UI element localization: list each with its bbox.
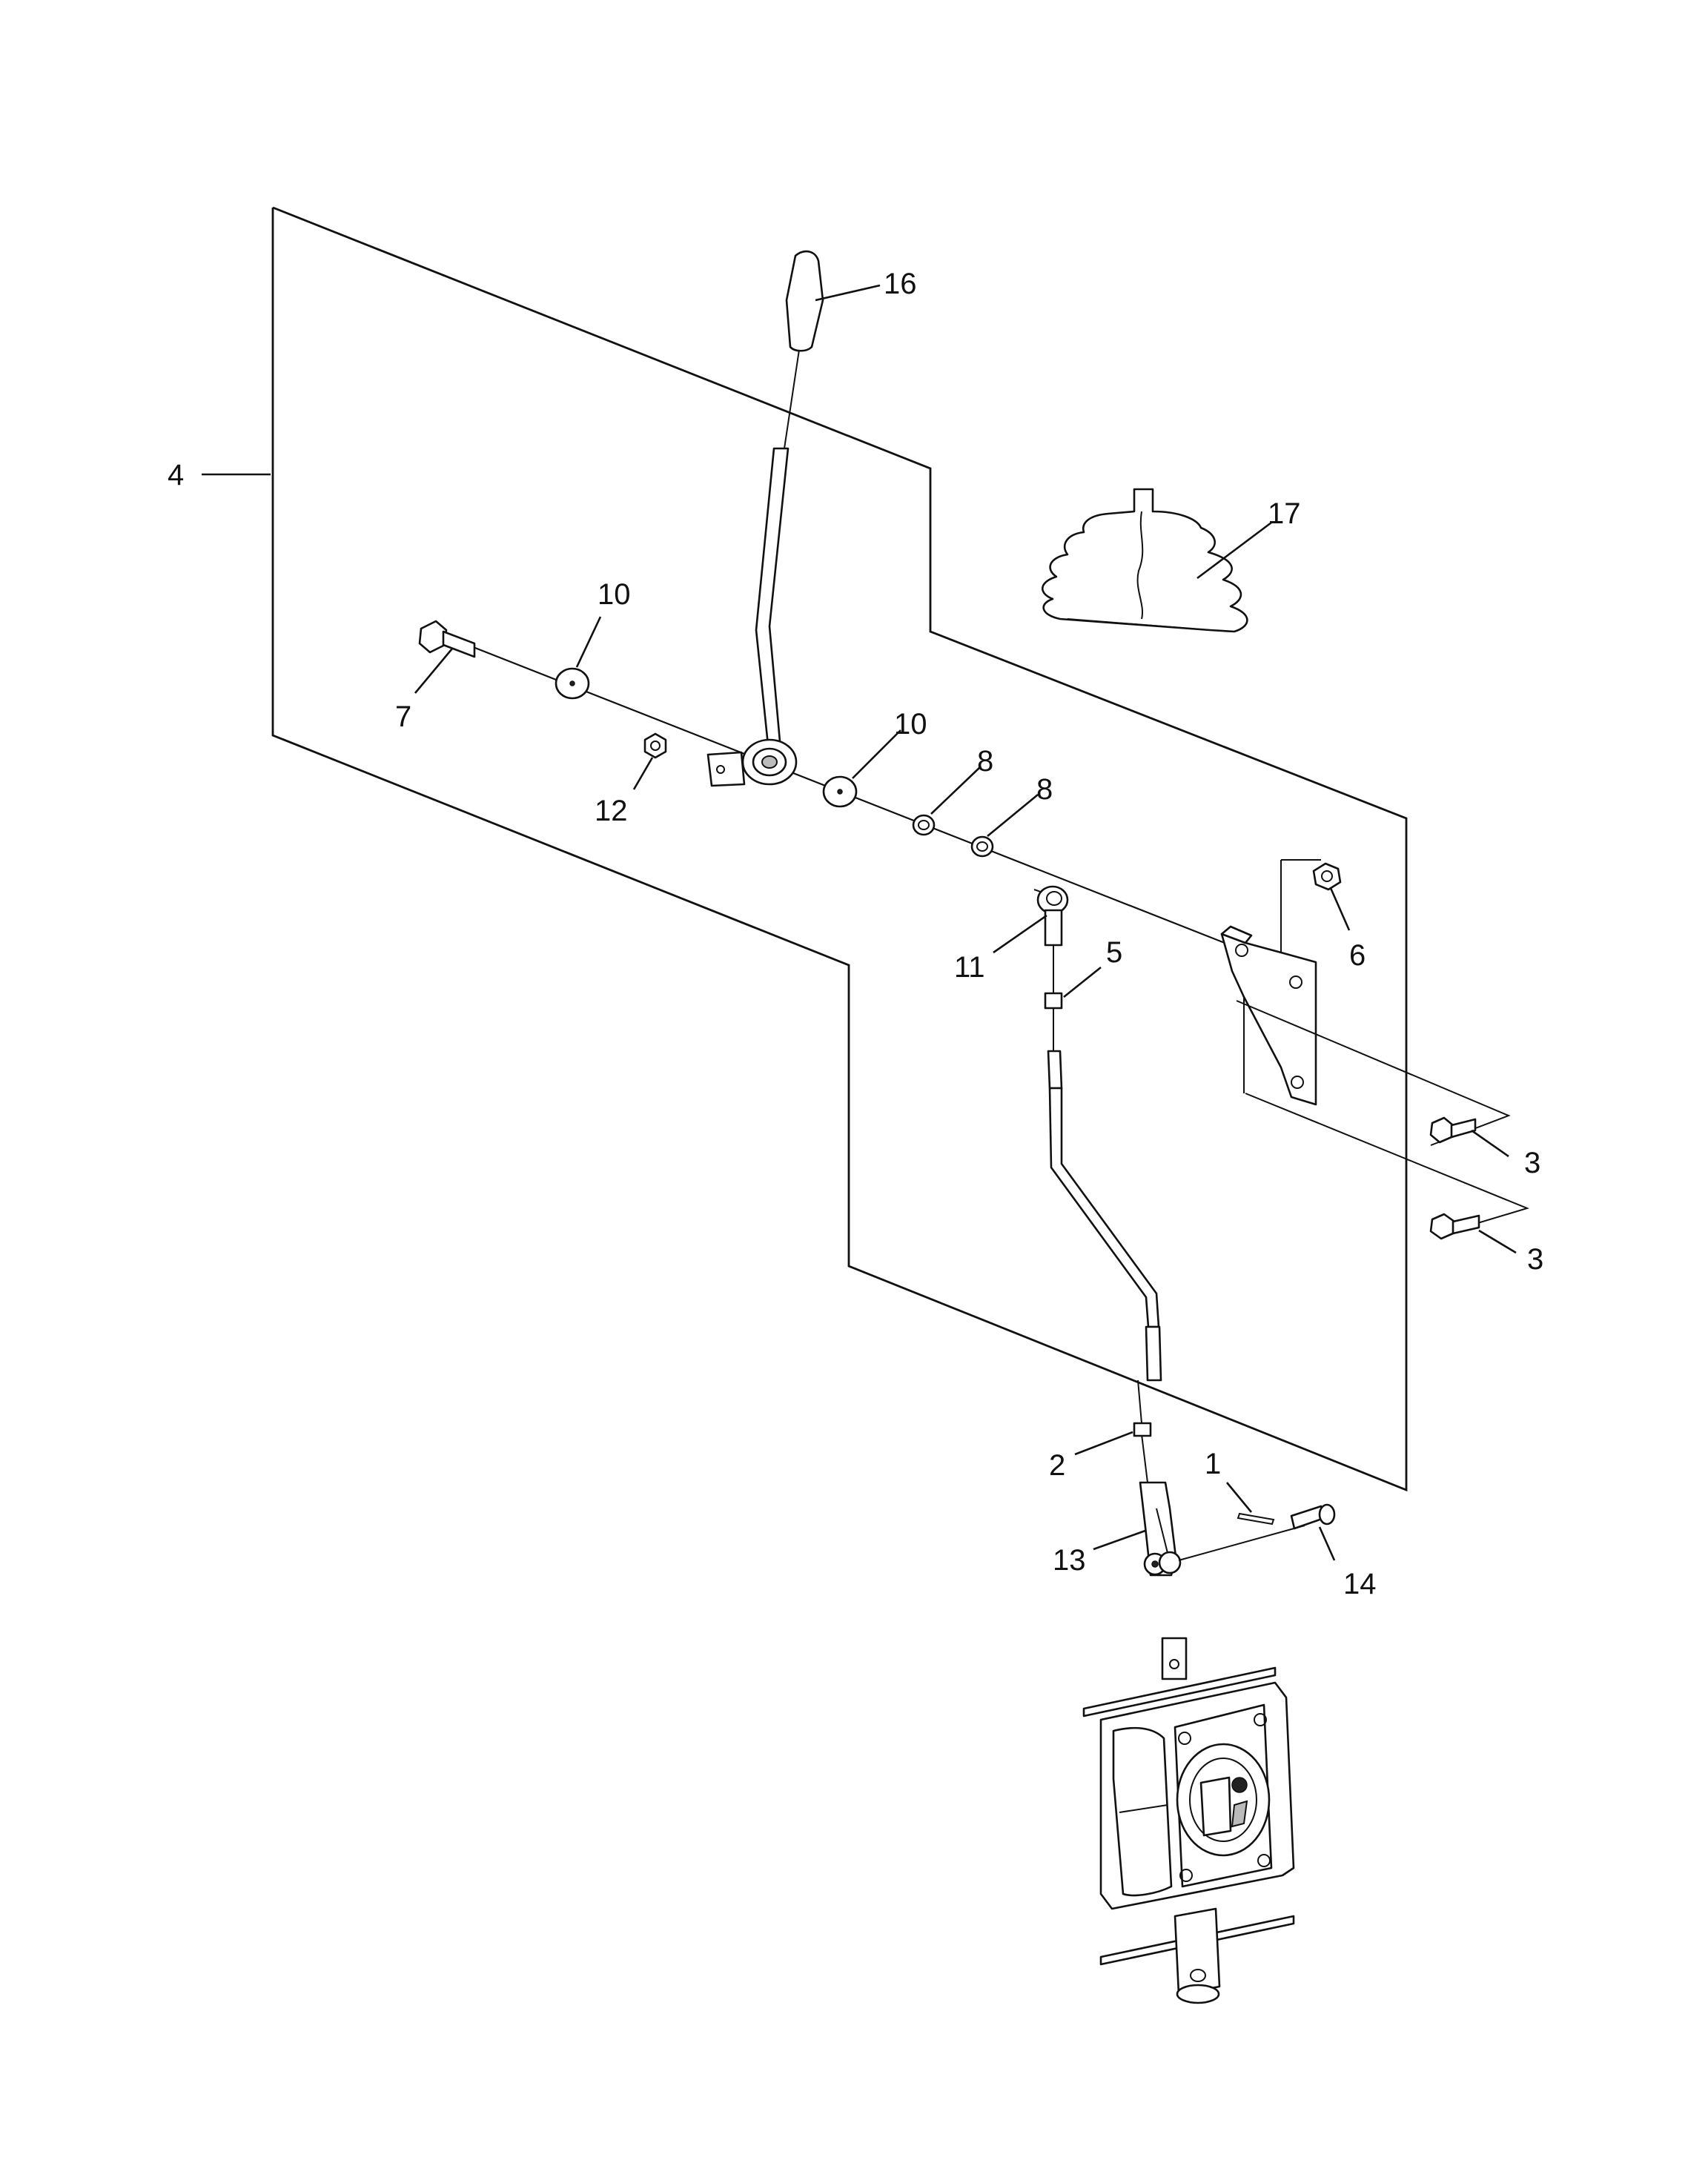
callout-10a: 10 (598, 578, 631, 611)
callout-14: 14 (1343, 1568, 1377, 1600)
nut-6-icon (1312, 862, 1342, 891)
callout-8a: 8 (977, 745, 993, 778)
leader-lines (202, 284, 1517, 1561)
callout-8b: 8 (1036, 773, 1053, 806)
mounting-plate-outline (271, 206, 1408, 1492)
callout-4: 4 (168, 459, 184, 491)
control-lever-icon (706, 250, 824, 787)
cotter-pin-1-icon (1237, 1512, 1275, 1526)
bolt-3a-icon (1429, 1116, 1477, 1144)
linkage-axis (1053, 945, 1148, 1483)
callout-3a: 3 (1524, 1147, 1540, 1179)
control-valve-icon (1082, 1637, 1295, 2004)
callout-2: 2 (1049, 1449, 1065, 1482)
callout-17: 17 (1268, 497, 1301, 530)
washer-10a-icon (555, 667, 590, 700)
callout-7: 7 (395, 700, 411, 733)
callout-13: 13 (1053, 1544, 1086, 1577)
callout-6: 6 (1349, 939, 1366, 972)
callout-16: 16 (884, 268, 917, 300)
linkage-rod-icon (1047, 1050, 1162, 1382)
washer-8b-icon (970, 835, 994, 858)
rod-end-11-icon (1033, 885, 1069, 947)
nut-12-icon (643, 732, 667, 759)
washer-10b-icon (822, 775, 858, 808)
callout-11: 11 (954, 951, 985, 984)
callout-3b: 3 (1527, 1243, 1543, 1276)
washer-8a-icon (912, 814, 936, 836)
clevis-pin-14-icon (1178, 1503, 1336, 1561)
nut-2-icon (1133, 1422, 1152, 1437)
callout-1: 1 (1205, 1448, 1221, 1480)
clevis-13-icon (1139, 1481, 1182, 1577)
bolt-7-icon (418, 620, 476, 658)
rubber-boot-icon (1042, 488, 1248, 633)
mounting-bracket-icon (1220, 859, 1530, 1231)
callout-labels: 4 16 17 7 10 10 12 8 8 11 5 6 3 3 2 1 14… (168, 268, 1543, 1600)
callout-5: 5 (1106, 936, 1122, 969)
callout-12: 12 (595, 795, 628, 827)
callout-10b: 10 (894, 708, 927, 741)
bolt-3b-icon (1429, 1213, 1480, 1240)
nut-5-icon (1044, 992, 1063, 1010)
